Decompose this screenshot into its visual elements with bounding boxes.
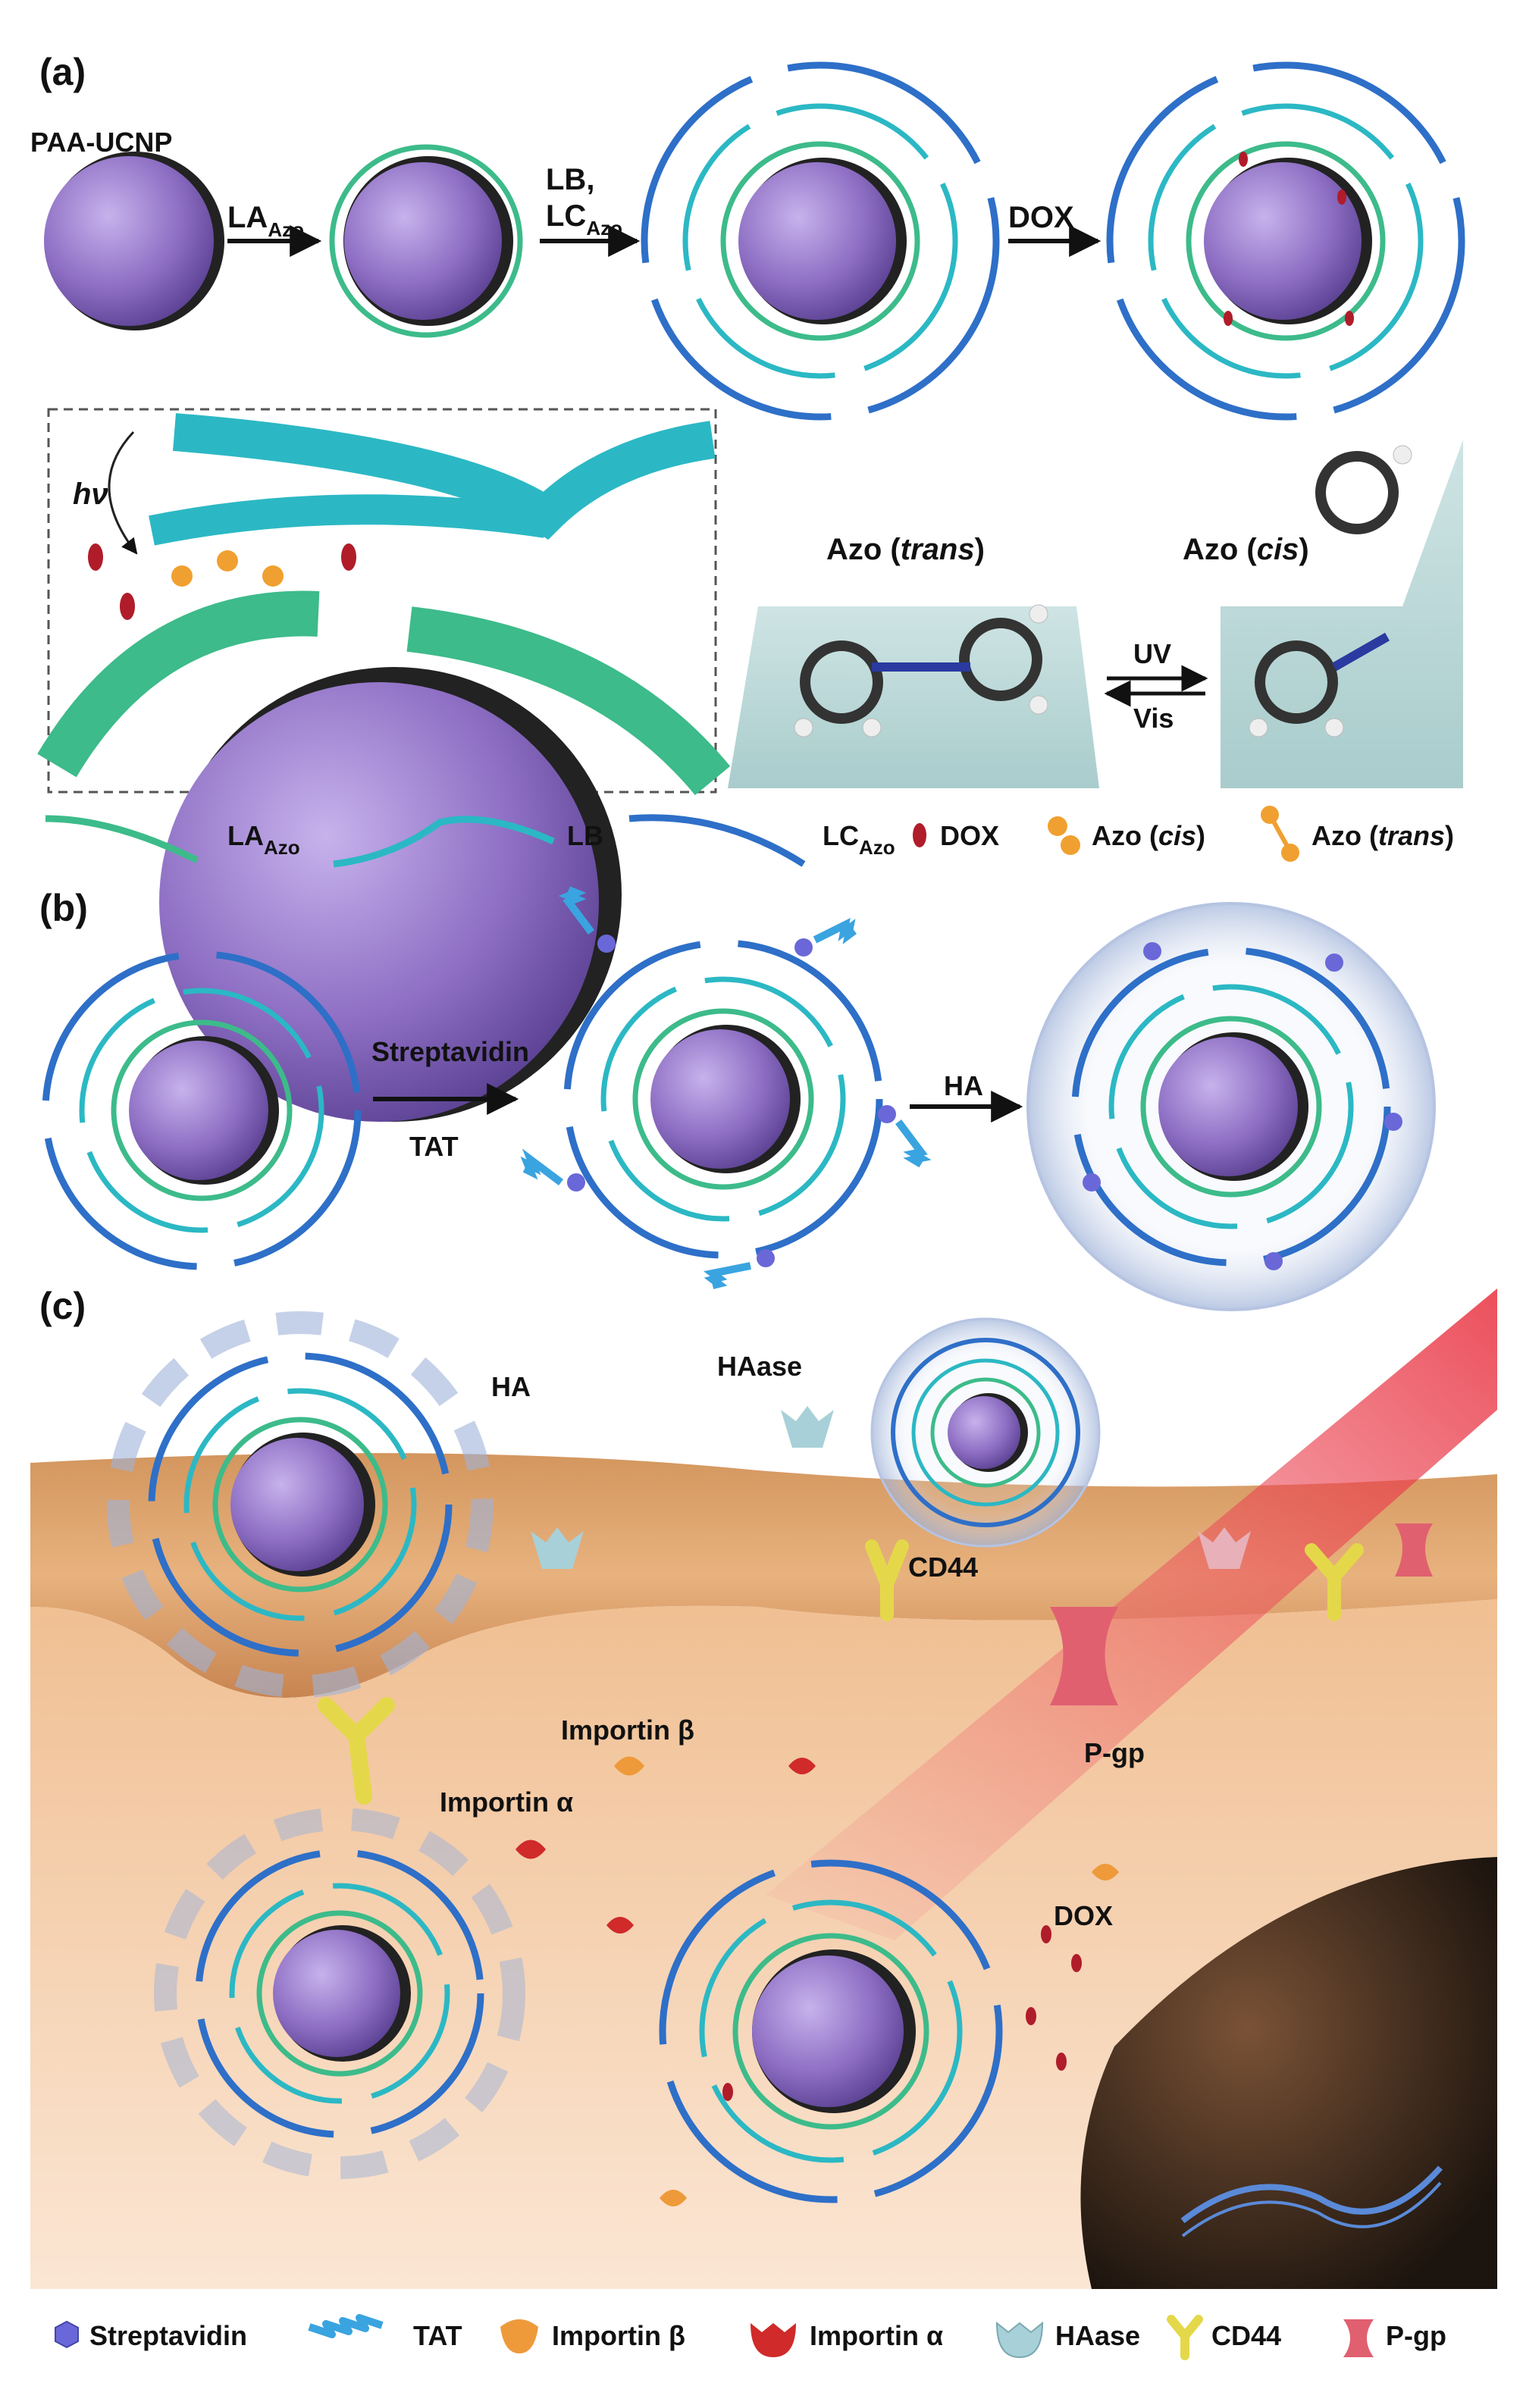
- uv-vis-switch-arrows: [1104, 665, 1208, 707]
- legend-cd44: CD44: [1211, 2320, 1281, 2351]
- pgp-icon: [1343, 2319, 1374, 2357]
- step2-label-line1: LB,: [546, 163, 594, 196]
- legend-a: LAAzo LB LCAzo DOX Azo (cis) Azo (trans): [45, 806, 1454, 868]
- np-c-internalized-left: [154, 1808, 525, 2179]
- legend-dox: DOX: [940, 820, 999, 851]
- tat-icon: [308, 2314, 384, 2338]
- np-c-small-coated: [870, 1317, 1101, 1548]
- vis-label: Vis: [1133, 703, 1174, 734]
- legend-lb: LB: [567, 820, 603, 851]
- np-c-ha-degrading: [107, 1311, 494, 1698]
- haase-label-c: HAase: [717, 1351, 802, 1382]
- lc-strand-icon: [628, 814, 806, 867]
- nanoparticle-b2: [520, 886, 932, 1289]
- legend-azo-trans: Azo (trans): [1311, 820, 1454, 851]
- importin-beta-protein-2: [1092, 1864, 1119, 1880]
- cd44-receptor-2: [318, 1697, 395, 1805]
- zoom-inset: [37, 408, 731, 1122]
- uv-label: UV: [1133, 638, 1171, 669]
- legend-c: Streptavidin TAT Importin β Importin α H…: [55, 2314, 1446, 2360]
- panel-a-label: (a): [39, 51, 86, 93]
- haase-icon: [995, 2321, 1044, 2359]
- cell-scene: [30, 1289, 1497, 2289]
- importin-beta-label-c: Importin β: [561, 1714, 694, 1746]
- importin-beta-protein-3: [660, 2190, 687, 2206]
- haase-enzyme-1: [781, 1406, 834, 1448]
- dox-icon: [913, 823, 926, 847]
- core-label: PAA-UCNP: [30, 127, 172, 158]
- azo-trans-title: Azo (trans): [826, 533, 985, 566]
- importin-alpha-icon: [751, 2323, 796, 2357]
- legend-azo-cis: Azo (cis): [1092, 820, 1205, 851]
- haase-enzyme-3: [1198, 1527, 1251, 1569]
- legend-la: LAAzo: [227, 820, 300, 859]
- step1-label: LAAzo: [227, 201, 304, 241]
- legend-importin-alpha: Importin α: [810, 2320, 943, 2351]
- streptavidin-icon: [55, 2320, 79, 2349]
- streptavidin-step-label: Streptavidin: [371, 1036, 529, 1067]
- legend-haase: HAase: [1055, 2320, 1140, 2351]
- pgp-transporter-2: [1395, 1523, 1433, 1577]
- importin-alpha-protein-3: [788, 1758, 816, 1774]
- cd44-label-c: CD44: [908, 1552, 978, 1583]
- lb-strand-icon: [333, 816, 555, 868]
- la-strand-icon: [45, 815, 199, 864]
- nir-laser-beam: [766, 1289, 1497, 1940]
- pgp-transporter-1: [1050, 1607, 1118, 1705]
- importin-beta-protein-1: [614, 1756, 644, 1776]
- azo-trans-molecule: [728, 604, 1099, 788]
- azo-cis-icon: [1048, 816, 1080, 855]
- light-label: hν: [73, 478, 108, 511]
- ha-label-c: HA: [491, 1371, 531, 1402]
- core-with-la: [329, 144, 523, 338]
- bare-core-particle: [44, 152, 224, 330]
- azo-cis-molecule: [1221, 440, 1463, 788]
- assembled-nanoparticle: [641, 61, 1000, 421]
- pgp-label-c: P-gp: [1084, 1737, 1145, 1768]
- cd44-receptor-1: [865, 1539, 909, 1621]
- dox-loaded-nanoparticle: [1106, 61, 1465, 421]
- azo-trans-icon: [1261, 806, 1299, 862]
- azo-cis-title: Azo (cis): [1183, 533, 1309, 566]
- ha-coated-nanoparticle: [1026, 902, 1436, 1311]
- panel-c-label: (c): [39, 1285, 86, 1327]
- legend-pgp: P-gp: [1386, 2320, 1446, 2351]
- cd44-receptor-3: [1305, 1543, 1364, 1621]
- importin-alpha-protein-1: [516, 1840, 546, 1859]
- dna-helix: [1180, 2165, 1443, 2224]
- tat-step-label: TAT: [409, 1131, 459, 1162]
- legend-streptavidin: Streptavidin: [89, 2320, 247, 2351]
- step3-label: DOX: [1008, 201, 1074, 234]
- importin-alpha-label-c: Importin α: [440, 1786, 573, 1818]
- np-c-internalized-right: [659, 1859, 1082, 2203]
- ha-step-label: HA: [944, 1070, 983, 1101]
- nanoparticle-b1: [42, 950, 362, 1270]
- legend-tat: TAT: [413, 2320, 462, 2351]
- cd44-icon: [1167, 2315, 1203, 2360]
- importin-alpha-protein-2: [606, 1917, 634, 1934]
- legend-lc: LCAzo: [823, 820, 895, 859]
- haase-enzyme-2: [531, 1527, 584, 1569]
- cell-membrane: [30, 1453, 1497, 1698]
- dox-label-c: DOX: [1054, 1900, 1113, 1931]
- legend-importin-beta: Importin β: [552, 2320, 685, 2351]
- nucleus: [1080, 1857, 1497, 2289]
- step2-label-line2: LCAzo: [546, 199, 622, 240]
- importin-beta-icon: [500, 2319, 538, 2353]
- panel-b-label: (b): [39, 887, 88, 929]
